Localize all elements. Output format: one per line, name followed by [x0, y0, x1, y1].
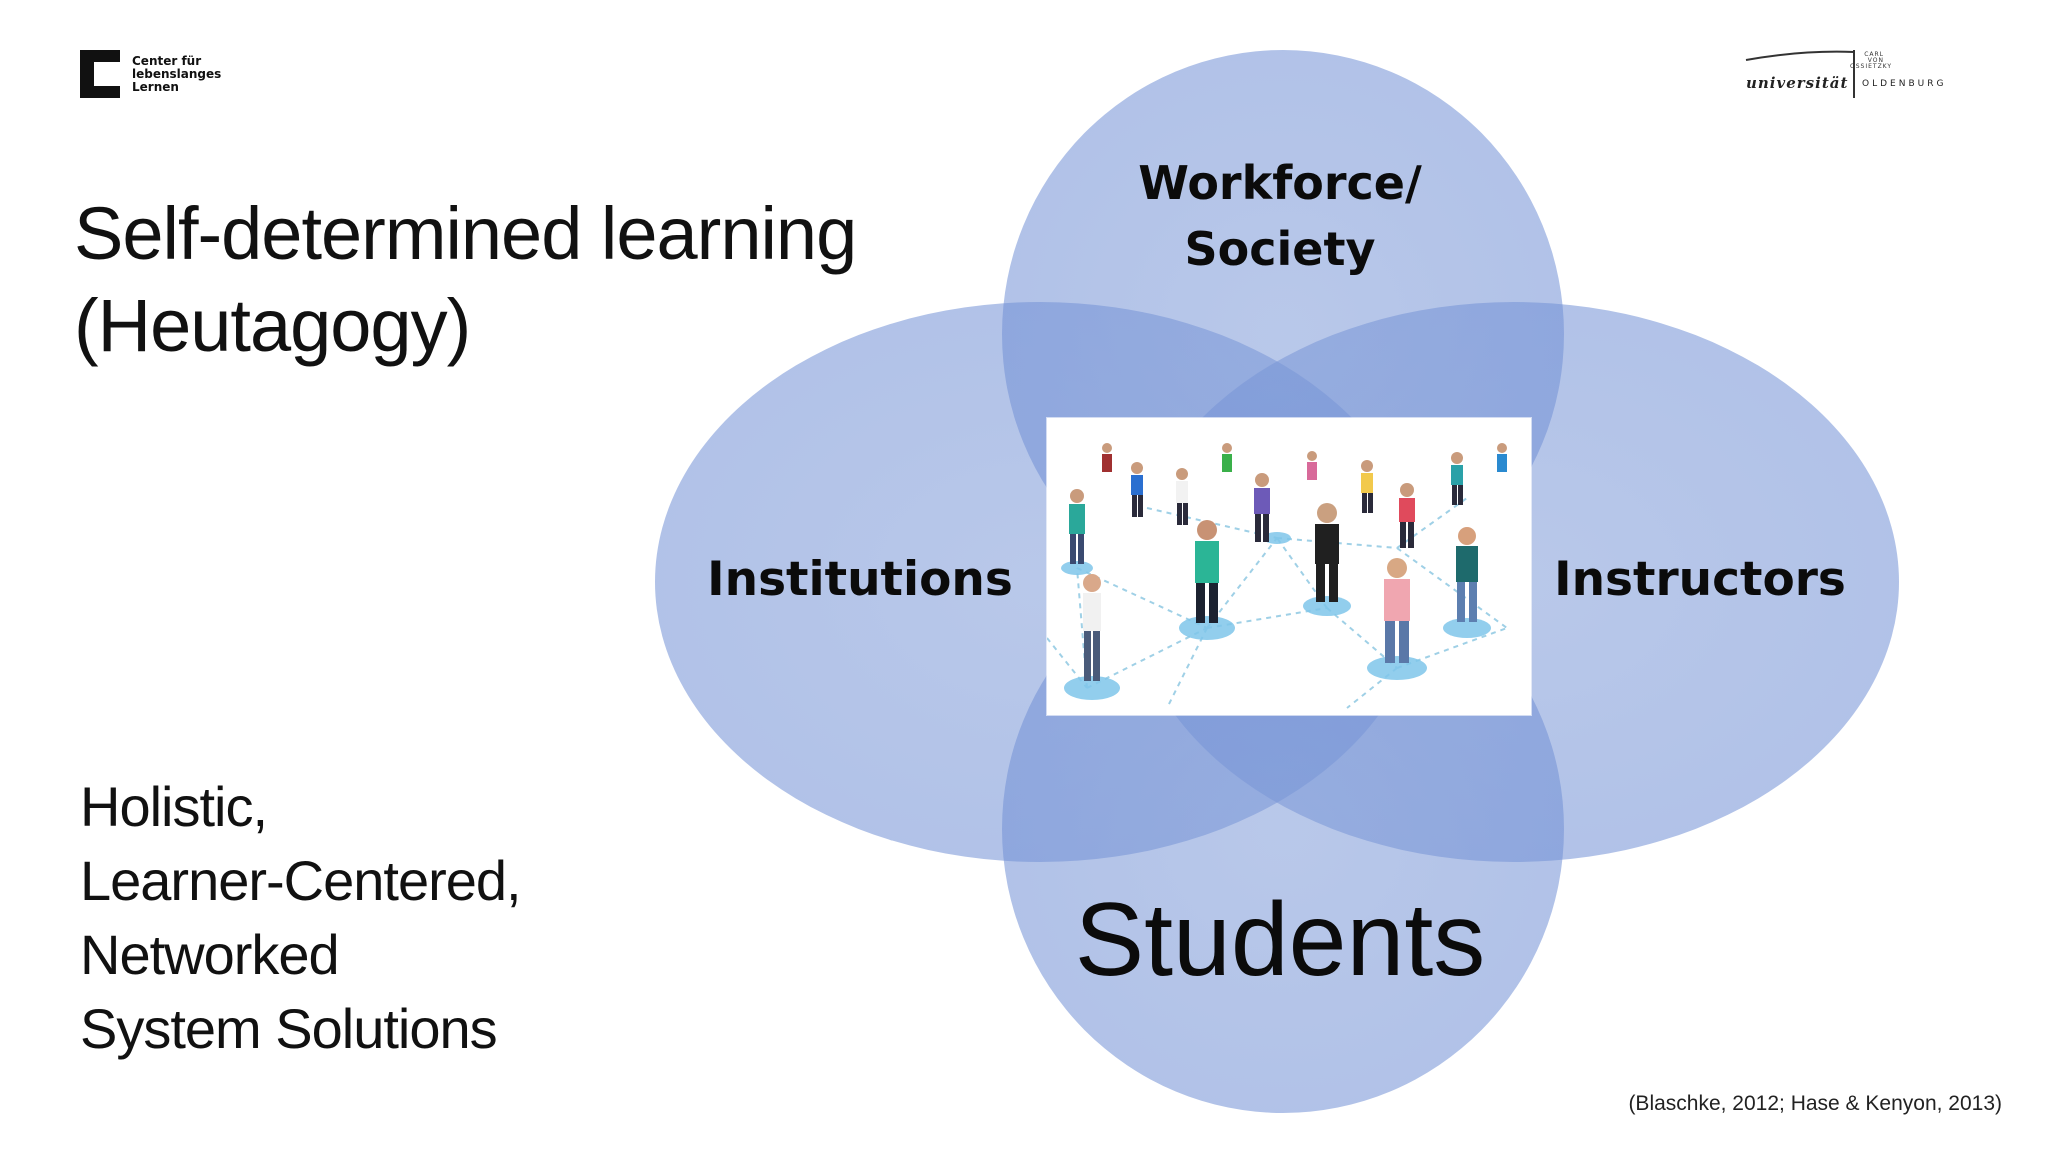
- label-workforce-society: Workforce/ Society: [1130, 150, 1430, 282]
- citation: (Blaschke, 2012; Hase & Kenyon, 2013): [1628, 1092, 2002, 1115]
- title-line-1: Self-determined learning: [74, 192, 857, 275]
- slide-title: Self-determined learning (Heutagogy): [74, 188, 974, 372]
- solution-line-1: Holistic,: [80, 775, 268, 838]
- university-logo: CARL VON OSSIETZKY universität OLDENBURG: [1742, 46, 1972, 102]
- center-logo: Center für lebenslanges Lernen: [78, 48, 221, 100]
- center-logo-text: Center für lebenslanges Lernen: [132, 53, 222, 94]
- people-figures: [1069, 443, 1507, 681]
- logo-line-1: Center für: [132, 53, 202, 68]
- solution-line-2: Learner-Centered,: [80, 849, 522, 912]
- uni-small-line-3: OSSIETZKY: [1850, 63, 1893, 70]
- university-logo-lines: [1745, 50, 1855, 98]
- label-institutions: Institutions: [707, 552, 1013, 607]
- uni-small-line-1: CARL: [1864, 51, 1884, 58]
- solution-list: Holistic, Learner-Centered, Networked Sy…: [80, 770, 780, 1066]
- title-line-2: (Heutagogy): [74, 284, 471, 367]
- university-logo-small-text: CARL VON OSSIETZKY: [1850, 51, 1893, 70]
- solution-line-4: System Solutions: [80, 997, 498, 1060]
- label-instructors: Instructors: [1554, 552, 1846, 607]
- uni-small-line-2: VON: [1867, 57, 1884, 64]
- network-illustration: [1047, 418, 1531, 715]
- label-workforce-line-1: Workforce/: [1138, 156, 1422, 210]
- university-city: OLDENBURG: [1862, 79, 1947, 89]
- label-workforce-line-2: Society: [1184, 222, 1376, 276]
- university-word: universität: [1746, 74, 1849, 92]
- center-logo-icon: [80, 50, 120, 98]
- label-students: Students: [1074, 882, 1486, 998]
- solution-line-3: Networked: [80, 923, 340, 986]
- network-people-photo: [1047, 418, 1531, 715]
- logo-line-2: lebenslanges: [132, 66, 222, 81]
- logo-line-3: Lernen: [132, 79, 179, 94]
